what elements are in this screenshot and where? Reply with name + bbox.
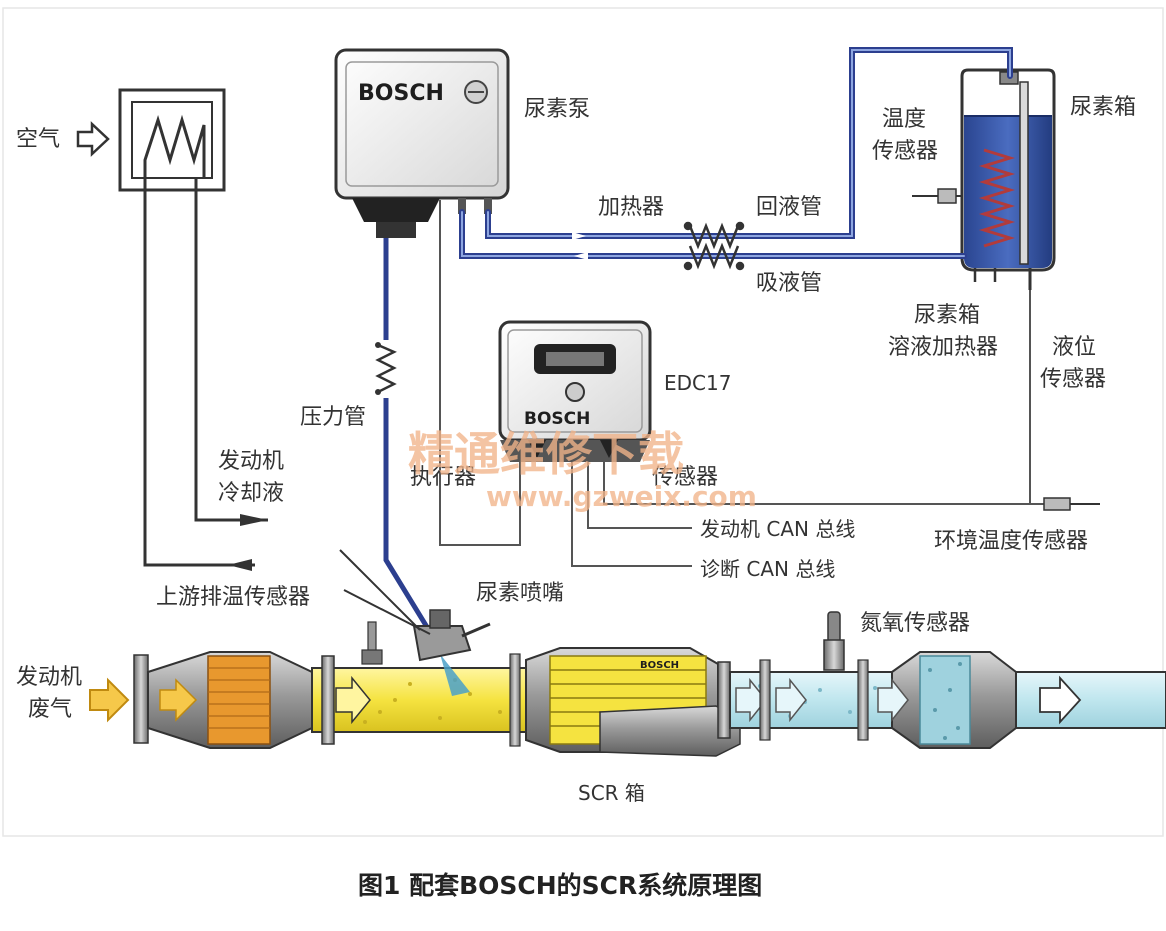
upstream-temp-sensor — [361, 621, 383, 665]
air-inlet-arrow — [76, 121, 110, 157]
wiring — [439, 200, 1044, 567]
doc-catalyst — [207, 655, 271, 745]
coolant-in-arrow — [240, 514, 268, 526]
label-level-sensor-1: 液位 — [1052, 335, 1096, 360]
watermark-cn: 精通维修下载 — [408, 427, 684, 481]
urea-pipes — [459, 47, 1013, 259]
outlet-pipe — [1015, 671, 1166, 729]
label-return-pipe: 回液管 — [756, 195, 822, 220]
label-actuator: 执行器 — [410, 465, 476, 490]
nox-sensor — [823, 611, 845, 671]
label-temp-sensor-2: 传感器 — [872, 139, 938, 164]
scr-brand-text: BOSCH — [640, 660, 679, 671]
ecu-edc17: BOSCH — [498, 320, 652, 462]
label-heater: 加热器 — [598, 195, 664, 220]
figure-frame — [2, 7, 1164, 837]
label-coolant-1: 发动机 — [218, 449, 284, 474]
urea-nozzle — [412, 609, 491, 662]
label-ambient-temp: 环境温度传感器 — [934, 529, 1088, 554]
urea-tank — [960, 68, 1056, 290]
label-tank-heater-2: 溶液加热器 — [888, 335, 998, 360]
label-diag-can: 诊断 CAN 总线 — [700, 557, 835, 581]
label-exhaust-1: 发动机 — [16, 665, 82, 690]
exhaust-line: BOSCH — [133, 647, 1166, 757]
label-sensor: 传感器 — [652, 465, 718, 490]
label-level-sensor-2: 传感器 — [1040, 367, 1106, 392]
label-coolant-2: 冷却液 — [218, 481, 284, 506]
air-intercooler — [118, 88, 226, 192]
label-temp-sensor-1: 温度 — [882, 107, 926, 132]
label-suction-pipe: 吸液管 — [756, 271, 822, 296]
label-scr-box: SCR 箱 — [578, 781, 645, 805]
label-upstream-temp: 上游排温传感器 — [156, 585, 310, 610]
label-urea-tank: 尿素箱 — [1070, 95, 1136, 120]
coolant-out-arrow — [228, 559, 252, 571]
pipe-flow-arrows — [572, 232, 588, 260]
label-urea-nozzle: 尿素喷嘴 — [476, 581, 564, 606]
label-ecu: EDC17 — [664, 371, 731, 395]
figure-caption: 图1 配套BOSCH的SCR系统原理图 — [358, 871, 762, 900]
coolant-lines — [143, 178, 268, 567]
label-exhaust-2: 废气 — [28, 697, 72, 722]
leader-lines — [339, 549, 431, 635]
urea-spray — [440, 654, 470, 696]
tank-temp-probe — [912, 188, 962, 204]
pressure-pipe — [375, 238, 433, 634]
urea-pump: BOSCH — [334, 48, 510, 238]
label-tank-heater-1: 尿素箱 — [914, 303, 980, 328]
ecu-brand-text: BOSCH — [524, 409, 590, 429]
pump-brand-text: BOSCH — [358, 81, 444, 106]
label-engine-can: 发动机 CAN 总线 — [700, 517, 855, 541]
watermark-url: www.gzweix.com — [486, 480, 757, 513]
label-air: 空气 — [16, 127, 60, 152]
label-urea-pump: 尿素泵 — [524, 97, 590, 122]
ambient-temp-probe — [1043, 497, 1100, 511]
exhaust-inlet-arrow — [89, 677, 130, 723]
pipe-heater-coils — [683, 221, 745, 271]
label-nox-sensor: 氮氧传感器 — [860, 611, 970, 636]
label-pressure-pipe: 压力管 — [300, 405, 366, 430]
